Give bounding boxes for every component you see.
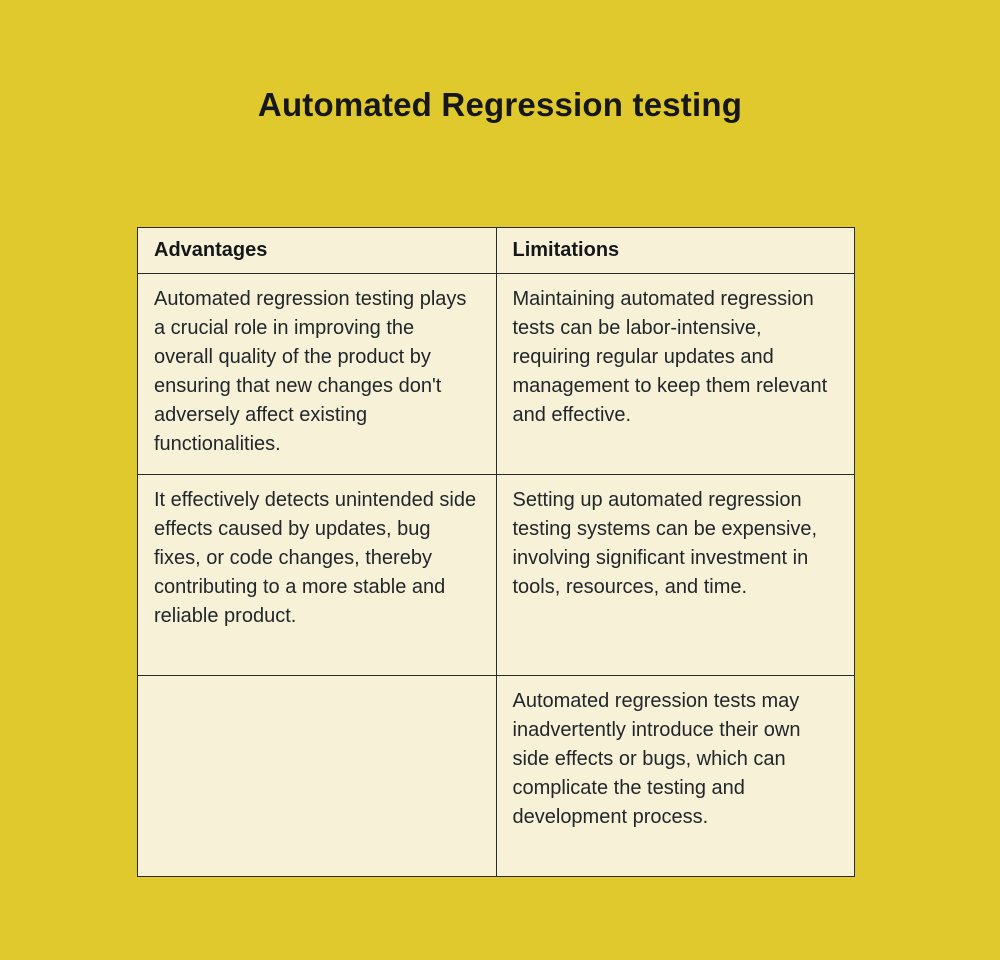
- advantages-cell-3: [137, 675, 497, 877]
- table-header-advantages: Advantages: [137, 227, 497, 274]
- comparison-table: Advantages Limitations Automated regress…: [137, 227, 855, 877]
- limitations-cell-1: Maintaining automated regression tests c…: [495, 273, 855, 475]
- table-row: It effectively detects unintended side e…: [137, 474, 855, 676]
- table-header-limitations: Limitations: [495, 227, 855, 274]
- table-row: Automated regression testing plays a cru…: [137, 273, 855, 475]
- advantages-cell-2: It effectively detects unintended side e…: [137, 474, 497, 676]
- limitations-cell-2: Setting up automated regression testing …: [495, 474, 855, 676]
- limitations-cell-3: Automated regression tests may inadverte…: [495, 675, 855, 877]
- advantages-cell-1: Automated regression testing plays a cru…: [137, 273, 497, 475]
- page-title: Automated Regression testing: [257, 86, 743, 123]
- table-row: Automated regression tests may inadverte…: [137, 675, 855, 877]
- table-header-row: Advantages Limitations: [137, 227, 855, 274]
